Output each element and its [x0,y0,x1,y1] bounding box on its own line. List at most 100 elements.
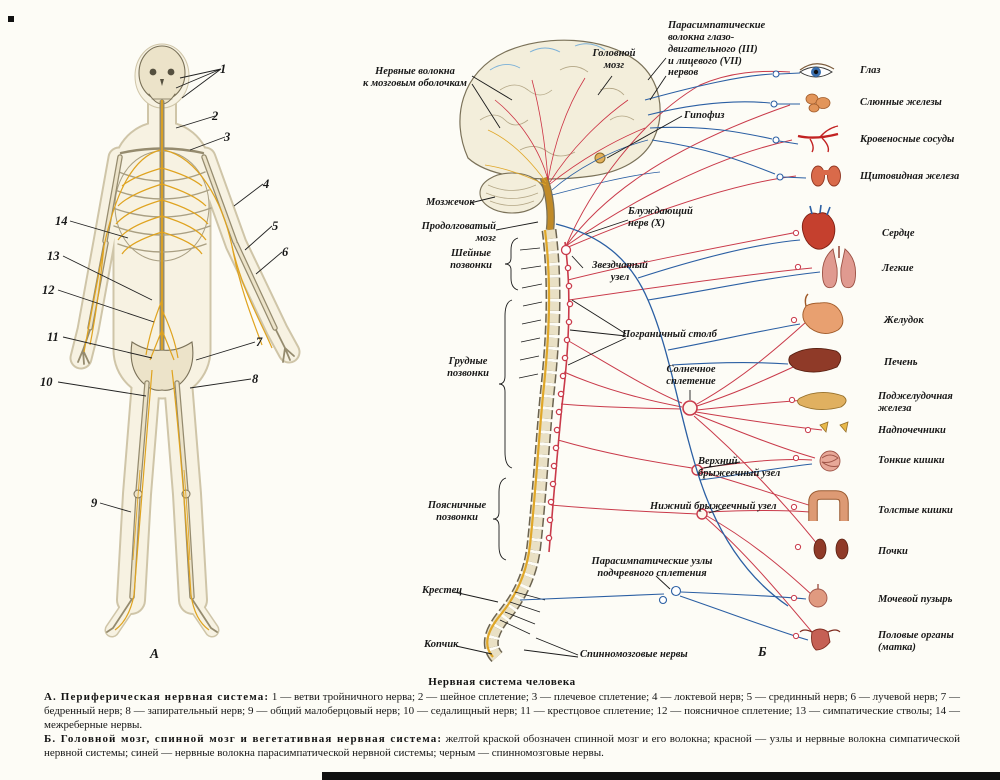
lungs-icon [822,246,856,289]
label-hypogastric-ganglia: Парасимпатические узлы подчревного сплет… [591,556,713,579]
spinal-column [483,229,561,663]
label-spinal-nerves: Спинномозговые нервы [580,649,688,660]
caption-a-lead: А. Периферическая нервная система: [44,690,270,703]
caption-a-text: 1 — ветви тройничного нерва; 2 — шейное … [44,690,960,731]
label-parasympathetic-cranial: Парасимпатические волокна глазо- двигате… [668,20,766,79]
salivary-glands-icon [805,93,831,113]
label-border-trunk: Пограничный столб [622,329,717,340]
label-organ-vessels: Кровеносные сосуды [860,134,955,145]
number-label-14: 14 [55,214,68,228]
label-organ-adrenals: Надпочечники [878,425,946,436]
lumbar-brace [492,477,507,561]
brain-illustration [459,39,661,231]
number-label-11: 11 [47,330,59,344]
number-label-6: 6 [282,245,289,259]
solar-plexus-ganglion [682,400,698,416]
label-meninges-fibers: Нервные волокна к мозговым оболочкам [363,66,467,89]
label-organ-bladder: Мочевой пузырь [878,594,953,605]
uterus-icon [799,628,841,651]
stellate-ganglion [560,244,572,256]
label-organ-lungs: Легкие [882,263,914,274]
bladder-icon [808,584,828,608]
label-organ-stomach: Желудок [884,315,924,326]
label-solar-plexus: Солнечное сплетение [666,364,716,387]
caption-part-a: А. Периферическая нервная система: 1 — в… [44,691,960,733]
label-pituitary: Гипофиз [684,110,725,121]
label-sacrum: Крестец [422,585,463,596]
label-medulla: Продолговатый мозг [421,221,496,244]
label-coccyx: Копчик [424,639,459,650]
number-label-9: 9 [91,496,98,510]
figure-title: Нервная система человека [428,676,576,688]
eye-socket-left [149,68,157,76]
cranial-ganglia [770,70,784,181]
number-label-4: 4 [263,177,270,191]
number-label-5: 5 [272,219,279,233]
number-label-3: 3 [224,130,231,144]
part-a-letter: А [150,646,160,661]
label-superior-mesenteric: Верхний брыжеечный узел [698,456,781,479]
cervical-brace [504,237,519,291]
eye-icon [799,63,835,78]
number-leader-lines [57,68,283,513]
number-label-10: 10 [40,375,53,389]
number-label-12: 12 [42,283,55,297]
brain-red-fibers [494,77,646,185]
label-organ-genitals: Половые органы (матка) [878,630,954,653]
number-label-8: 8 [252,372,259,386]
label-organ-liver: Печень [884,357,918,368]
eye-socket-right [167,68,175,76]
heart-icon [801,204,836,250]
label-organ-salivary: Слюнные железы [860,97,942,108]
label-leaders-b [453,57,741,658]
label-lumbar-vertebrae: Поясничные позвонки [427,500,487,523]
stomach-icon [802,293,844,334]
skull [138,45,186,101]
small-intestine-icon [819,450,841,472]
blood-vessels-icon [797,125,839,153]
hypogastric-ganglia [658,585,682,605]
caption-part-b: Б. Головной мозг, спинной мозг и вегетат… [44,733,960,761]
label-cervical-vertebrae: Шейные позвонки [450,248,492,271]
spinal-cord-yellow [486,229,551,658]
thyroid-icon [811,165,841,187]
number-label-7: 7 [256,335,263,349]
vagus-nerve-path [555,223,789,607]
label-organ-pancreas: Поджелудочная железа [878,391,953,414]
number-label-13: 13 [47,249,60,263]
red-connections [550,70,823,633]
meningeal-vessels [489,43,606,71]
label-brain: Головной мозг [592,48,636,71]
label-organ-heart: Сердце [882,228,915,239]
label-organ-eye: Глаз [860,65,881,76]
label-organ-thyroid: Щитовидная железа [860,171,960,182]
brain-blue-fibers [551,139,661,196]
caption-b-lead: Б. Головной мозг, спинной мозг и вегетат… [44,732,443,745]
nose-opening [160,79,164,86]
number-label-2: 2 [212,109,219,123]
label-organ-small-intestine: Тонкие кишки [878,455,945,466]
figure-caption: Нервная система человека А. Периферическ… [44,676,960,761]
label-organ-large-intestine: Толстые кишки [878,505,953,516]
pancreas-icon [797,392,847,410]
brain-gyri [479,66,635,157]
label-thoracic-vertebrae: Грудные позвонки [447,356,489,379]
kidneys-icon [813,538,849,560]
number-label-1: 1 [220,62,227,76]
large-intestine-icon [808,490,849,521]
label-cerebellum: Мозжечок [426,197,475,208]
label-organ-kidneys: Почки [878,546,908,557]
thoracic-brace [498,299,513,469]
cerebellum-shape [479,172,545,214]
spinal-nerves-black [499,247,546,635]
trunk-ganglia [545,244,574,542]
part-b-letter: Б [758,644,767,659]
scan-artifacts [8,16,1000,780]
label-vagus-nerve: Блуждающий нерв (X) [628,206,693,229]
label-stellate-ganglion: Звездчатый узел [592,260,648,283]
brain-yellow-fibers [484,129,547,186]
label-inferior-mesenteric: Нижний брыжеечный узел [650,501,777,512]
peripheral-nerves-yellow [83,100,273,631]
